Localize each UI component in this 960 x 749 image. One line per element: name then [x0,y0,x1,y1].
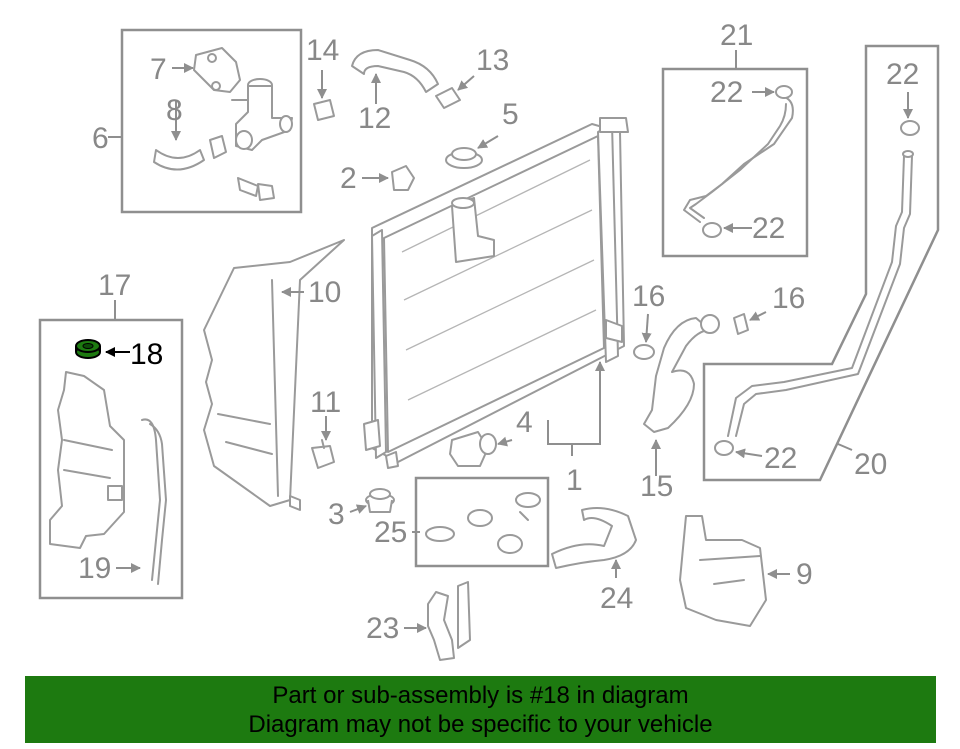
label-12: 12 [358,102,391,135]
part-4-drain-plug[interactable] [449,431,513,467]
part-12-upper-hose[interactable] [351,49,439,104]
banner-line-1: Part or sub-assembly is #18 in diagram [272,682,689,709]
label-8: 8 [166,94,183,127]
part-14-clip[interactable] [313,70,335,121]
label-16-left: 16 [632,280,665,313]
part-16-clamp-b[interactable] [733,311,767,335]
part-23-hose[interactable] [404,581,471,661]
part-17-reservoir-tank[interactable] [49,371,167,585]
label-13: 13 [476,44,509,77]
label-3: 3 [328,498,345,531]
label-10: 10 [308,276,341,309]
group-box-6 [108,28,303,214]
label-22-top: 22 [710,76,743,109]
info-banner: Part or sub-assembly is #18 in diagram D… [25,676,936,743]
banner-line-2: Diagram may not be specific to your vehi… [248,711,713,738]
label-6: 6 [92,122,109,155]
part-2-plug[interactable] [362,165,415,191]
label-24: 24 [600,582,633,615]
part-1-radiator[interactable] [363,117,629,469]
part-10-air-guide[interactable] [203,239,345,511]
group-box-17 [38,300,184,600]
label-23: 23 [366,612,399,645]
part-20-hose[interactable] [714,92,920,459]
label-18: 18 [130,338,163,371]
part-7-thermostat-housing[interactable] [172,47,241,93]
part-25-clamp-set[interactable] [425,492,541,554]
part-8-bypass-hose[interactable] [153,100,227,171]
part-6-bolt[interactable] [237,177,275,201]
label-17: 17 [98,269,131,302]
label-22-bottom-box: 22 [752,212,785,245]
label-16-right: 16 [772,282,805,315]
label-22-right-bottom: 22 [764,442,797,475]
part-24-lower-hose[interactable] [551,507,637,578]
label-4: 4 [516,406,533,439]
leader-1 [547,361,605,456]
group-box-21 [661,50,809,258]
group-box-20 [702,44,940,482]
group-box-25 [412,476,550,568]
part-3-grommet[interactable] [349,488,395,514]
label-22-right-top: 22 [886,58,919,91]
label-20: 20 [854,448,887,481]
label-15: 15 [640,470,673,503]
label-19: 19 [78,552,111,585]
part-21-hose[interactable] [683,85,794,238]
label-9: 9 [796,558,813,591]
label-7: 7 [150,53,167,86]
label-14: 14 [306,34,339,67]
part-18-cap-highlighted[interactable] [75,339,130,359]
label-5: 5 [502,98,519,131]
part-15-hose[interactable] [643,314,720,476]
label-25: 25 [374,516,407,549]
part-9-reservoir[interactable] [679,515,790,627]
label-21: 21 [720,19,753,52]
part-16-clamp-a[interactable] [633,313,655,360]
label-2: 2 [340,162,357,195]
part-5-radiator-cap[interactable] [445,135,499,169]
label-11: 11 [310,386,341,419]
part-6-water-outlet[interactable] [231,78,293,151]
part-13-hose-clamp[interactable] [435,75,475,109]
label-1: 1 [566,464,583,497]
part-11-clip[interactable] [311,416,335,469]
